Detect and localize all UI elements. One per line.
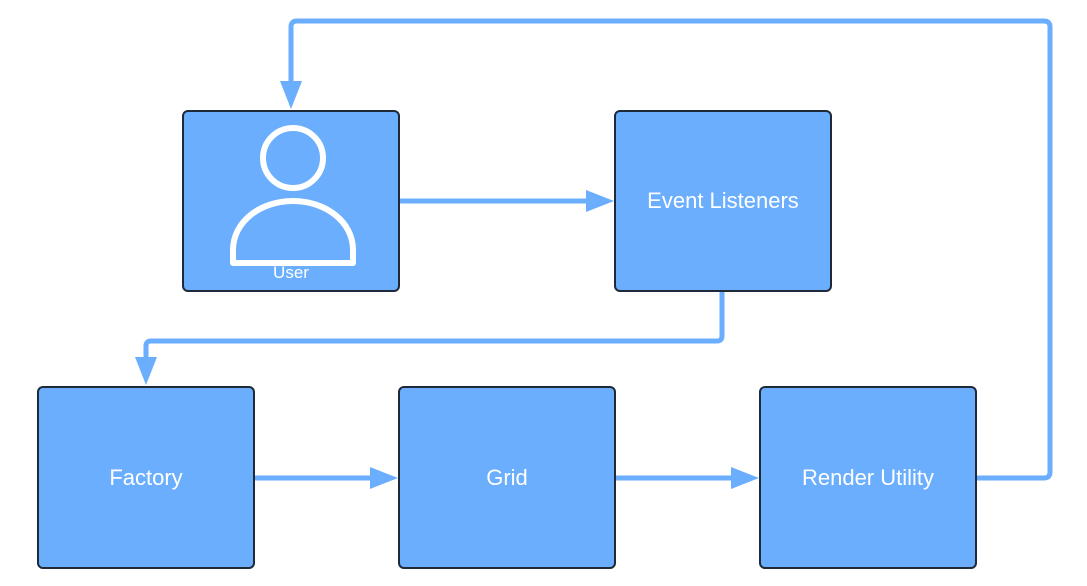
factory-node[interactable]: Factory [37, 386, 255, 569]
user-node-label: User [273, 263, 309, 282]
grid-node[interactable]: Grid [398, 386, 616, 569]
event-listeners-node-label: Event Listeners [647, 188, 799, 213]
connector-event-listeners-to-factory [135, 289, 725, 385]
event-listeners-node[interactable]: Event Listeners [614, 110, 832, 292]
user-icon [230, 125, 356, 266]
connector-render-utility-to-user [280, 18, 1053, 481]
render-utility-node[interactable]: Render Utility [759, 386, 977, 569]
user-node[interactable]: User [182, 110, 400, 292]
connector-factory-to-grid [253, 467, 398, 489]
connector-grid-to-render-utility [614, 467, 759, 489]
connector-user-to-event-listeners [398, 190, 614, 212]
render-utility-node-label: Render Utility [801, 464, 935, 490]
factory-node-label: Factory [109, 464, 183, 490]
grid-node-label: Grid [486, 464, 528, 490]
